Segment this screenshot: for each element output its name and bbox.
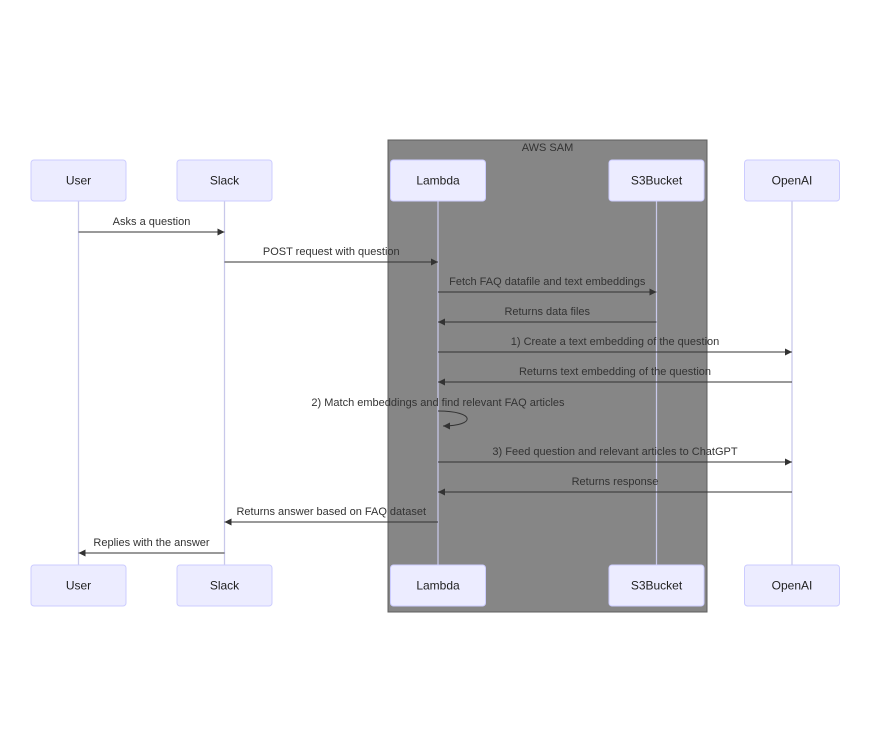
participant-user-bottom-label: User — [66, 579, 91, 593]
participant-slack-bottom-box — [176, 564, 273, 607]
message-9-label: Returns response — [572, 476, 659, 488]
message-1-label: Asks a question — [113, 216, 191, 228]
participant-lambda-bottom-box — [390, 564, 486, 607]
participant-slack-top-label: Slack — [210, 174, 240, 188]
participant-slack-bottom: Slack — [176, 564, 273, 607]
participant-user-top-label: User — [66, 174, 91, 188]
participant-openai-bottom: OpenAI — [744, 564, 840, 607]
participant-user-top-box — [30, 159, 127, 202]
participant-s3bucket-bottom: S3Bucket — [608, 564, 705, 607]
message-5-label: 1) Create a text embedding of the questi… — [511, 336, 720, 348]
participant-openai-bottom-box — [744, 564, 840, 607]
participant-openai-top-label: OpenAI — [772, 174, 813, 188]
participant-openai-top: OpenAI — [744, 159, 840, 202]
message-6-label: Returns text embedding of the question — [519, 366, 711, 378]
message-7-selfloop-arrow — [437, 410, 468, 430]
message-11-label: Replies with the answer — [93, 537, 210, 549]
participant-s3bucket-top-box — [608, 159, 705, 202]
participant-lambda-top-box — [390, 159, 486, 202]
message-7-label: 2) Match embeddings and find relevant FA… — [311, 397, 565, 409]
participant-s3bucket-bottom-box — [608, 564, 705, 607]
participant-openai-top-box — [744, 159, 840, 202]
aws-sam-group-rect — [387, 139, 708, 613]
message-2-label: POST request with question — [263, 246, 400, 258]
participant-lambda-top: Lambda — [390, 159, 486, 202]
participant-s3bucket-top-label: S3Bucket — [631, 174, 683, 188]
message-3-label: Fetch FAQ datafile and text embeddings — [449, 276, 646, 288]
participant-slack-bottom-label: Slack — [210, 579, 240, 593]
participant-lambda-top-label: Lambda — [416, 174, 460, 188]
participant-s3bucket-bottom-label: S3Bucket — [631, 579, 683, 593]
message-4-label: Returns data files — [504, 306, 590, 318]
participant-s3bucket-top: S3Bucket — [608, 159, 705, 202]
participant-user-bottom: User — [30, 564, 127, 607]
participant-user-bottom-box — [30, 564, 127, 607]
participant-user-top: User — [30, 159, 127, 202]
participant-lambda-bottom: Lambda — [390, 564, 486, 607]
participant-lambda-bottom-label: Lambda — [416, 579, 460, 593]
aws-sam-group-label: AWS SAM — [522, 142, 574, 154]
message-10-label: Returns answer based on FAQ dataset — [236, 506, 426, 518]
message-8-label: 3) Feed question and relevant articles t… — [492, 446, 737, 458]
participant-slack-top: Slack — [176, 159, 273, 202]
participant-openai-bottom-label: OpenAI — [772, 579, 813, 593]
participant-slack-top-box — [176, 159, 273, 202]
